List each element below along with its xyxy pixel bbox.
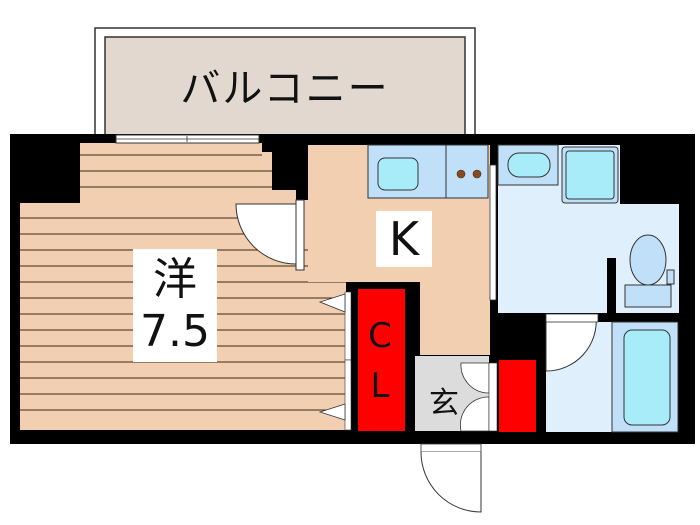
shoe-closet xyxy=(499,360,536,432)
room-size-label: 7.5 xyxy=(140,305,210,357)
closet xyxy=(358,289,405,431)
room-type-label: 洋 xyxy=(153,253,197,305)
sink-icon xyxy=(377,157,419,191)
kitchen-counter xyxy=(367,144,489,199)
bathtub-icon xyxy=(623,329,671,426)
room-door xyxy=(235,199,305,271)
closet-label: C L xyxy=(355,288,405,433)
kitchen-label: K xyxy=(376,211,432,267)
shoe-closet-doors xyxy=(460,362,498,432)
balcony-window xyxy=(115,134,260,144)
bathroom xyxy=(545,313,679,433)
closet-doors xyxy=(318,291,352,431)
washroom xyxy=(497,144,679,314)
stove-icon xyxy=(445,144,489,199)
balcony xyxy=(94,27,476,139)
entrance-label: 玄 xyxy=(429,386,459,421)
closet-label-l: L xyxy=(370,365,390,406)
toilet-icon xyxy=(629,234,667,286)
closet-label-c: C xyxy=(368,315,392,356)
front-door xyxy=(420,443,482,513)
sliding-door xyxy=(489,164,497,301)
western-room-label: 洋 7.5 xyxy=(133,249,217,362)
balcony-label: バルコニー xyxy=(180,66,390,112)
